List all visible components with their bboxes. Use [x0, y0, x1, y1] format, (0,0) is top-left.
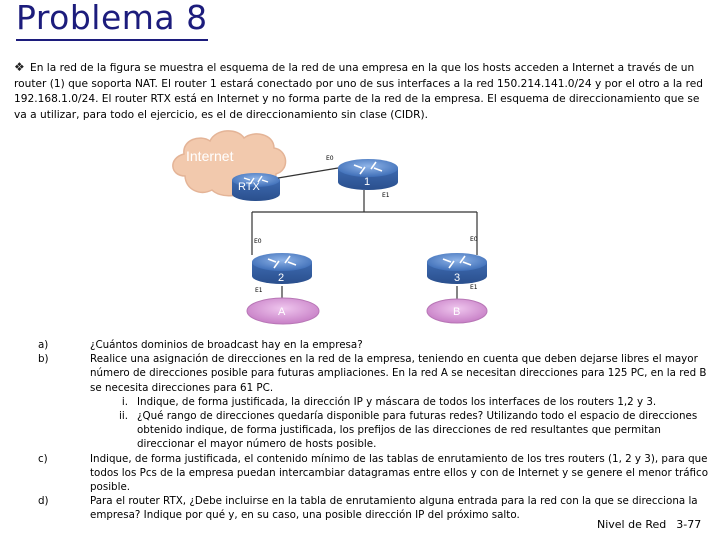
router-1-number: 1 [364, 176, 370, 188]
sub-question-label: i. [121, 395, 128, 408]
network-a-label: A [278, 306, 286, 318]
question-b: b) Realice una asignación de direcciones… [38, 352, 714, 451]
question-text: Para el router RTX, ¿Debe incluirse en l… [90, 495, 698, 522]
router-3-number: 3 [454, 272, 460, 284]
router-3-e0-label: E0 [470, 236, 478, 243]
sub-question-text: ¿Qué rango de direcciones quedaría dispo… [137, 410, 698, 451]
intro-text: En la red de la figura se muestra el esq… [14, 62, 703, 121]
router-1-e0-label: E0 [326, 155, 334, 162]
sub-question-text: Indique, de forma justificada, la direcc… [137, 395, 657, 408]
question-label: b) [38, 353, 49, 366]
sub-question-ii: ii. ¿Qué rango de direcciones quedaría d… [90, 409, 714, 452]
router-2-e0-label: E0 [254, 238, 262, 245]
network-a-cloud-icon [246, 297, 320, 325]
question-c: c) Indique, de forma justificada, el con… [38, 452, 714, 495]
question-text: ¿Cuántos dominios de broadcast hay en la… [90, 339, 363, 351]
cloud-label: Internet [186, 148, 234, 164]
router-3-e1-label: E1 [470, 284, 478, 291]
question-d: d) Para el router RTX, ¿Debe incluirse e… [38, 494, 714, 522]
question-label: c) [38, 452, 48, 465]
question-text: Indique, de forma justificada, el conten… [90, 452, 708, 494]
router-3-icon [427, 253, 487, 284]
sub-question-label: ii. [119, 410, 128, 423]
rtx-label: RTX [238, 181, 260, 193]
question-a: a) ¿Cuántos dominios de broadcast hay en… [38, 338, 714, 352]
footer-section: Nivel de Red [597, 518, 667, 531]
router-2-e1-label: E1 [255, 287, 263, 294]
rtx-router-icon [232, 173, 280, 201]
sub-question-i: i. Indique, de forma justificada, la dir… [90, 395, 714, 409]
intro-paragraph: ❖En la red de la figura se muestra el es… [14, 60, 714, 123]
network-b-label: B [453, 306, 460, 318]
network-b-cloud-icon [426, 298, 488, 324]
link-rtx-r1 [277, 167, 339, 179]
slide-footer: Nivel de Red 3-77 [597, 518, 701, 531]
questions-list: a) ¿Cuántos dominios de broadcast hay en… [38, 338, 714, 523]
question-label: a) [38, 339, 49, 351]
diamond-bullet-icon: ❖ [14, 60, 25, 74]
router-1-icon [338, 159, 398, 190]
question-text: Realice una asignación de direcciones en… [90, 353, 707, 394]
router-2-number: 2 [278, 272, 284, 284]
footer-page-number: 3-77 [676, 518, 702, 531]
question-label: d) [38, 495, 49, 508]
slide-title: Problema 8 [16, 0, 208, 41]
router-2-icon [252, 253, 312, 284]
router-1-e1-label: E1 [382, 192, 390, 199]
